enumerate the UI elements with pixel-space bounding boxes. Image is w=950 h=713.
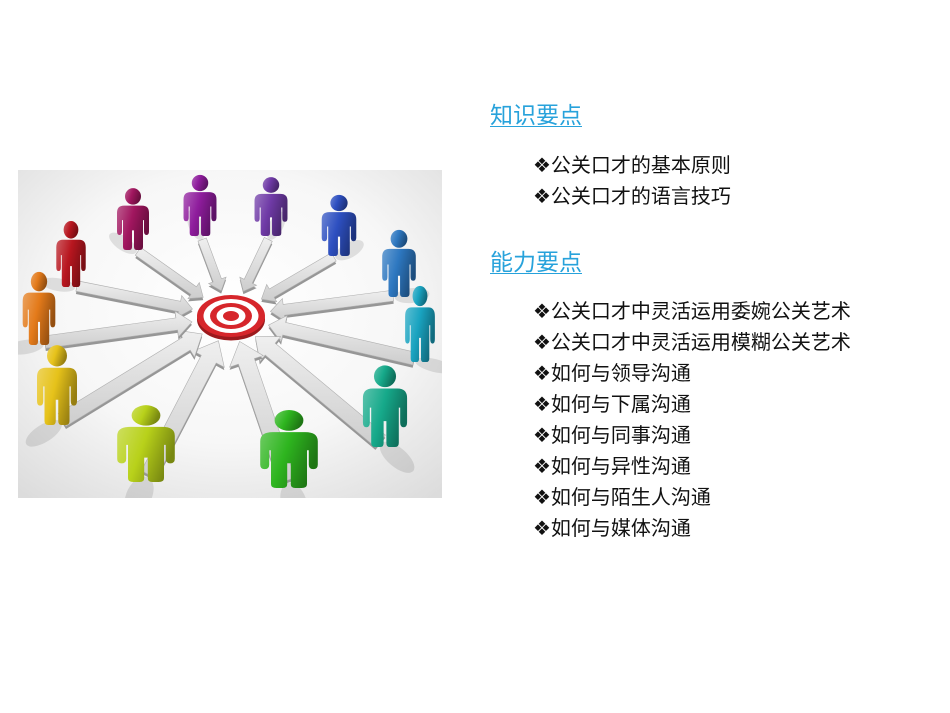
figure-body: [254, 193, 288, 236]
target-bullseye: [223, 311, 239, 321]
figure-head: [47, 345, 67, 367]
ability-points-heading: 能力要点: [490, 250, 582, 276]
figure-body: [117, 205, 149, 250]
person-figure-12: [22, 271, 56, 346]
figure-head: [131, 405, 161, 426]
arrow: [254, 336, 386, 450]
figure-head: [191, 174, 209, 192]
arrow: [57, 330, 203, 429]
arrow: [134, 247, 204, 302]
figure-head: [373, 365, 397, 388]
figure-head: [30, 271, 48, 292]
knowledge-points-list: ❖公关口才的基本原则 ❖公关口才的语言技巧: [533, 150, 731, 212]
figure-body: [321, 212, 357, 257]
people-figures: [22, 174, 435, 488]
arrow: [43, 310, 193, 351]
figure-body: [260, 432, 318, 488]
list-item: ❖公关口才中灵活运用委婉公关艺术: [533, 299, 851, 323]
figure-body: [382, 248, 416, 298]
figure-body: [117, 426, 175, 482]
figure-head: [125, 188, 141, 205]
list-item: ❖如何与陌生人沟通: [533, 485, 711, 509]
arrow-face: [260, 252, 337, 303]
figure-shadow: [124, 476, 154, 498]
figure-head: [262, 177, 280, 193]
person-figure-7: [405, 285, 435, 363]
arrow: [268, 314, 416, 368]
person-figure-2: [117, 188, 149, 250]
target-icon: [197, 295, 265, 341]
person-figure-3: [183, 174, 217, 237]
list-item: ❖公关口才的基本原则: [533, 153, 731, 177]
figure-body: [183, 192, 217, 237]
figure-body: [405, 307, 435, 363]
figure-head: [63, 221, 79, 239]
arrow-face: [254, 336, 386, 448]
person-figure-5: [321, 194, 357, 257]
arrow-face: [43, 310, 193, 349]
person-figure-10: [117, 405, 175, 482]
arrow: [197, 237, 227, 294]
figure-shadow: [25, 420, 62, 447]
arrow: [75, 280, 193, 321]
figure-body: [362, 388, 408, 448]
person-figure-1: [56, 221, 86, 287]
figure-body: [56, 239, 86, 287]
figure-head: [330, 194, 348, 212]
figure-shadow: [280, 482, 308, 498]
person-figure-11: [37, 345, 77, 425]
person-figure-9: [260, 410, 318, 488]
arrow: [269, 289, 395, 324]
person-figure-8: [362, 365, 408, 448]
list-item: ❖如何与下属沟通: [533, 392, 691, 416]
knowledge-points-heading: 知识要点: [490, 103, 582, 129]
list-item: ❖公关口才的语言技巧: [533, 184, 731, 208]
figure-head: [274, 410, 304, 431]
list-item: ❖如何与媒体沟通: [533, 516, 691, 540]
people-around-target-illustration: [18, 170, 442, 498]
figure-body: [22, 292, 56, 346]
figure-head: [412, 285, 428, 307]
arrow: [239, 236, 273, 295]
ability-points-list: ❖公关口才中灵活运用委婉公关艺术 ❖公关口才中灵活运用模糊公关艺术 ❖如何与领导…: [533, 296, 851, 544]
figure-head: [390, 229, 408, 248]
arrow-face: [134, 247, 204, 299]
person-figure-6: [382, 229, 416, 298]
figure-body: [37, 367, 77, 425]
list-item: ❖公关口才中灵活运用模糊公关艺术: [533, 330, 851, 354]
arrow-face: [57, 330, 203, 427]
arrow-face: [197, 237, 227, 292]
arrow-face: [75, 280, 193, 318]
arrow-face: [239, 236, 273, 292]
figure-shadow: [379, 441, 415, 473]
list-item: ❖如何与同事沟通: [533, 423, 691, 447]
person-figure-4: [254, 177, 288, 236]
arrow-face: [268, 314, 416, 366]
list-item: ❖如何与领导沟通: [533, 361, 691, 385]
arrow: [260, 252, 337, 305]
list-item: ❖如何与异性沟通: [533, 454, 691, 478]
arrow-face: [269, 289, 395, 322]
